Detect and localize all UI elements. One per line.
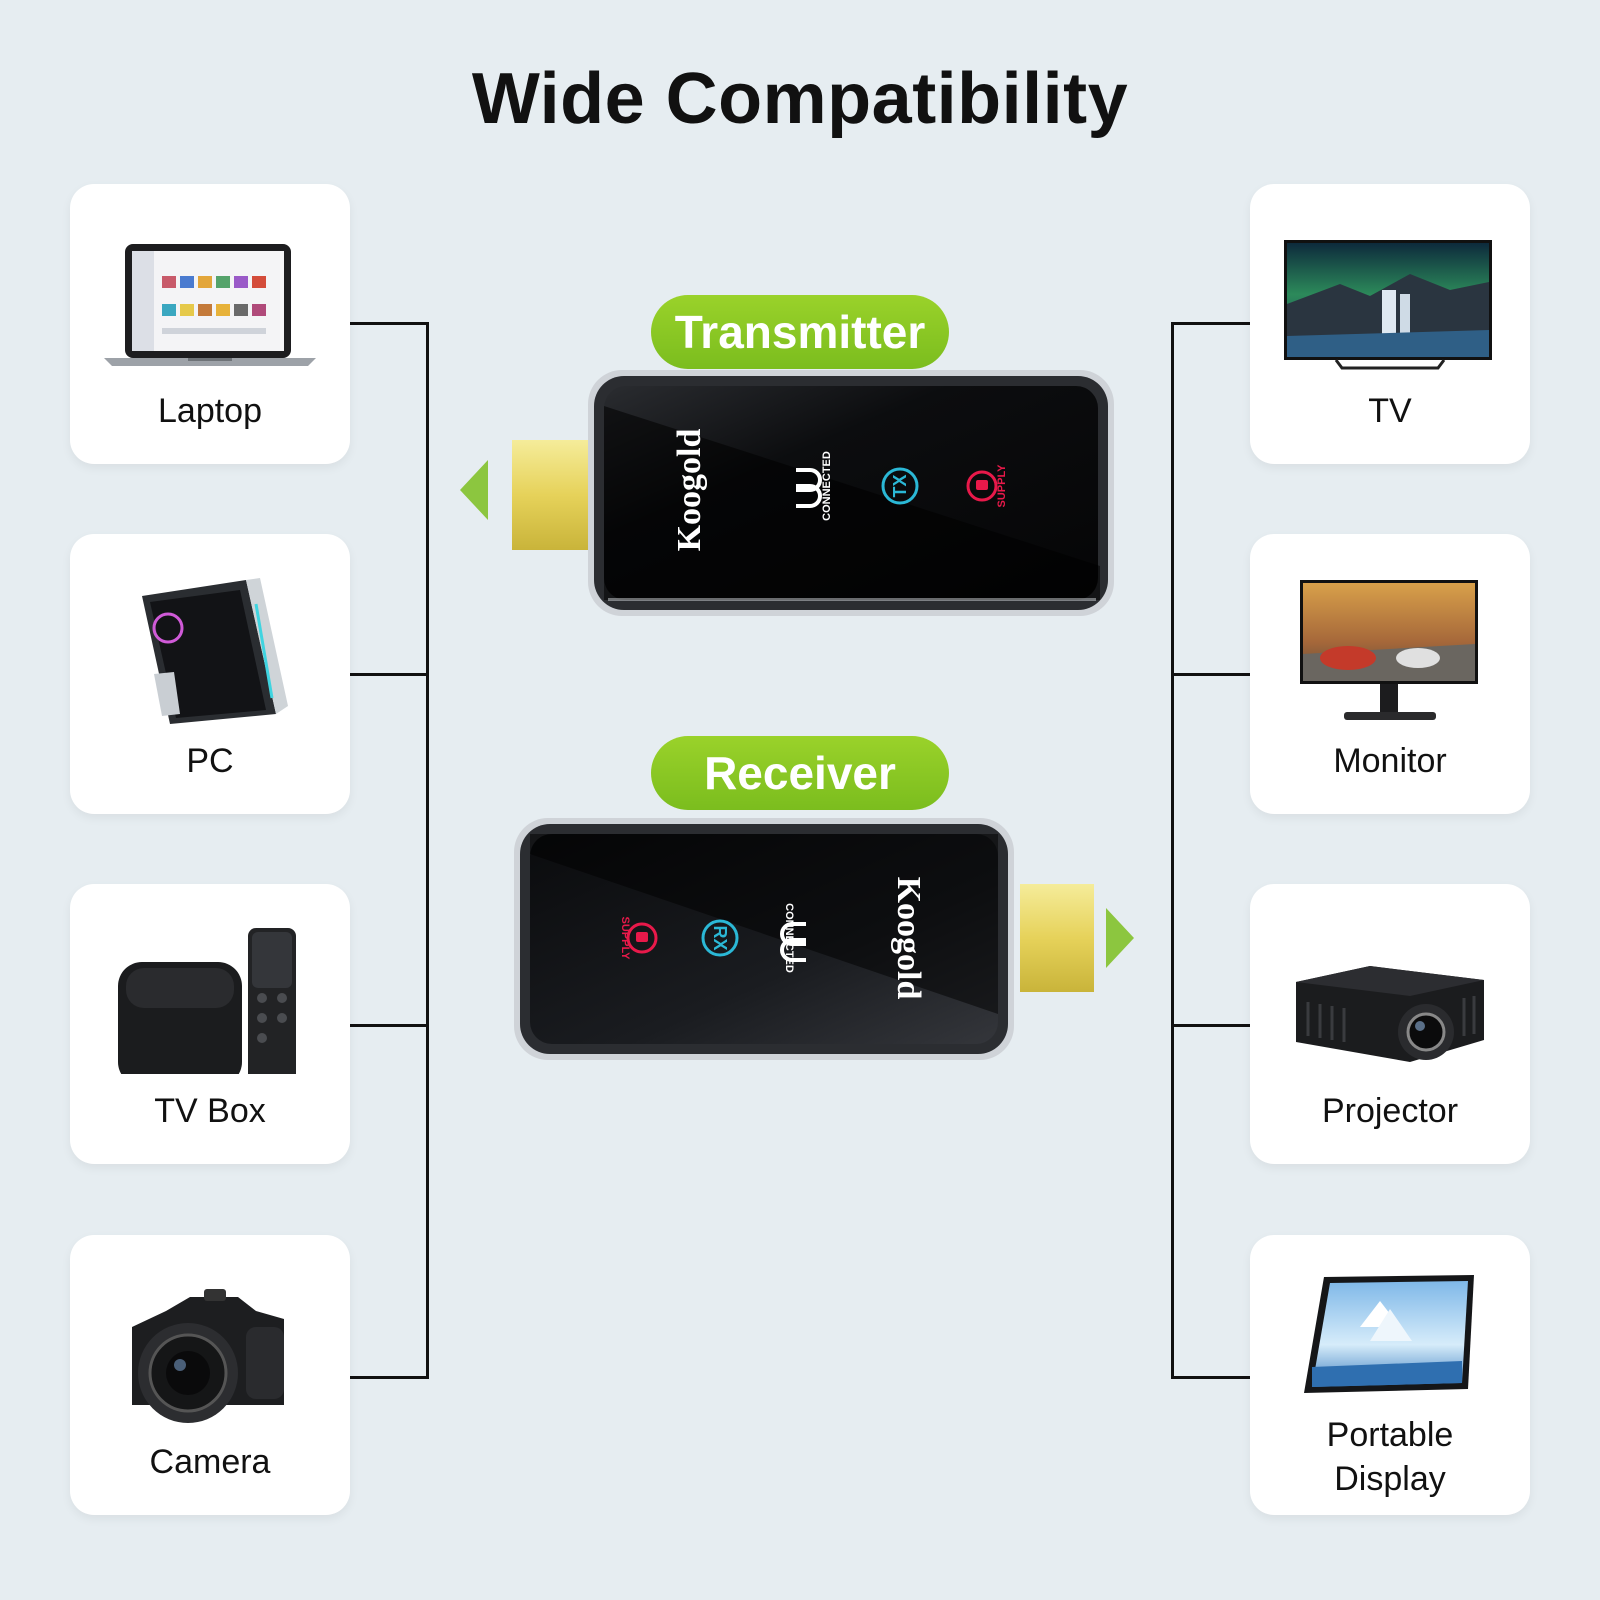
tv-box-icon [118, 928, 296, 1074]
display-card-projector: Projector [1250, 884, 1530, 1164]
hdmi-connector [512, 440, 592, 550]
display-label-line: Portable [1326, 1416, 1454, 1454]
connected-indicator: CONNECTED [796, 451, 833, 521]
svg-text:SUPPLY: SUPPLY [619, 916, 631, 960]
source-label: TV Box [154, 1092, 266, 1130]
svg-text:CONNECTED: CONNECTED [783, 903, 795, 973]
source-card-pc: PC [70, 534, 350, 814]
monitor-icon [1300, 580, 1478, 720]
portable-display-icon [1304, 1275, 1474, 1393]
left-branch-line [350, 673, 429, 676]
display-card-monitor: Monitor [1250, 534, 1530, 814]
projector-icon [1296, 966, 1484, 1062]
output-arrow-icon [1106, 908, 1134, 968]
right-branch-line [1171, 1024, 1250, 1027]
right-branch-line [1171, 322, 1250, 325]
brand-logo: Koogold [890, 877, 927, 1000]
display-label: Projector [1321, 1092, 1459, 1130]
svg-text:TX: TX [890, 474, 910, 497]
laptop-icon [104, 244, 316, 366]
source-label: Laptop [158, 392, 262, 430]
connected-indicator: CONNECTED [780, 903, 806, 973]
receiver-dongle: SUPPLY RX CONNECTED Koogold [514, 818, 1134, 1060]
right-branch-line [1171, 673, 1250, 676]
display-label: TV [1368, 392, 1412, 430]
source-card-camera: Camera [70, 1235, 350, 1515]
svg-text:SUPPLY: SUPPLY [996, 464, 1008, 508]
svg-text:CONNECTED: CONNECTED [821, 451, 833, 521]
display-card-tv: TV [1250, 184, 1530, 464]
rx-indicator: RX [701, 919, 739, 957]
left-branch-line [350, 322, 429, 325]
transmitter-badge: Transmitter [651, 295, 949, 369]
transmitter-dongle: Koogold CONNECTED TX SUPPLY [460, 370, 1114, 616]
output-arrow-icon [460, 460, 488, 520]
right-branch-line [1171, 1376, 1250, 1379]
svg-text:RX: RX [710, 925, 730, 950]
display-label: Monitor [1333, 742, 1447, 780]
page-title: Wide Compatibility [471, 59, 1129, 139]
receiver-badge: Receiver [651, 736, 949, 810]
source-label: Camera [149, 1443, 271, 1481]
right-trunk-line [1171, 322, 1174, 1379]
left-branch-line [350, 1376, 429, 1379]
left-trunk-line [426, 322, 429, 1379]
tv-icon [1284, 240, 1492, 370]
source-card-tv-box: TV Box [70, 884, 350, 1164]
display-card-portable-display: Portable Display [1250, 1235, 1530, 1515]
tx-indicator: TX [881, 467, 919, 505]
source-label: PC [186, 742, 234, 780]
supply-indicator: SUPPLY [966, 464, 1008, 508]
left-branch-line [350, 1024, 429, 1027]
camera-icon [132, 1289, 284, 1423]
supply-indicator: SUPPLY [619, 916, 658, 960]
brand-logo: Koogold [671, 429, 708, 552]
pc-tower-icon [142, 578, 288, 724]
display-label-line: Display [1334, 1460, 1446, 1498]
hdmi-connector [1020, 884, 1094, 992]
source-card-laptop: Laptop [70, 184, 350, 464]
